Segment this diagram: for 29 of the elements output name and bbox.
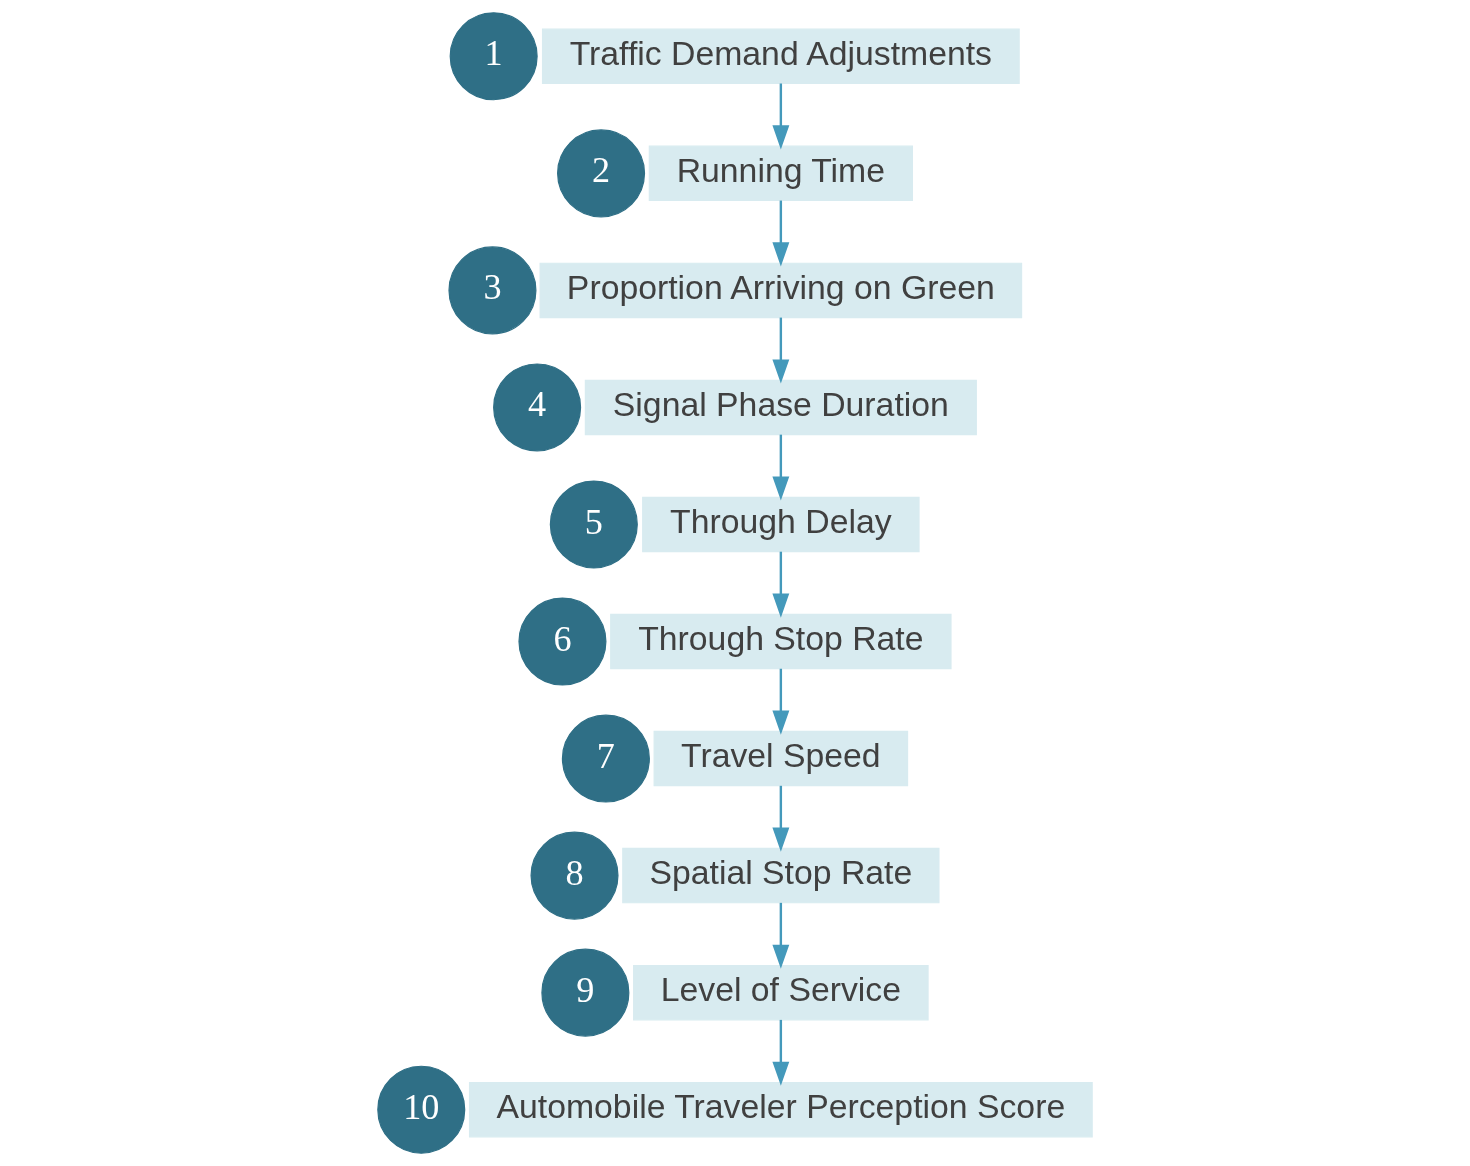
arrow [772, 668, 790, 735]
node-circle: 9 [541, 948, 630, 1037]
arrow [772, 902, 790, 969]
node-circle: 1 [449, 12, 538, 101]
arrow [772, 83, 790, 150]
node-circle: 2 [557, 129, 646, 218]
node-circle: 4 [493, 363, 582, 452]
arrow [772, 785, 790, 852]
node-box: Signal Phase Duration [584, 379, 977, 436]
node-circle: 6 [518, 597, 607, 686]
arrow [772, 1019, 790, 1086]
arrow [772, 551, 790, 618]
arrow [772, 434, 790, 501]
node-circle: 10 [377, 1065, 466, 1154]
node-circle: 8 [530, 831, 619, 920]
node-box: Running Time [648, 145, 913, 202]
node-box: Automobile Traveler Perception Score [468, 1081, 1093, 1138]
arrow [772, 317, 790, 384]
node-circle: 7 [561, 714, 650, 803]
node-box: Travel Speed [653, 730, 909, 787]
node-box: Spatial Stop Rate [622, 847, 940, 904]
node-box: Traffic Demand Adjustments [541, 28, 1020, 85]
node-circle: 3 [448, 246, 537, 335]
arrow [772, 200, 790, 267]
node-circle: 5 [549, 480, 638, 569]
node-box: Through Delay [642, 496, 920, 553]
node-box: Through Stop Rate [610, 613, 952, 670]
node-box: Level of Service [633, 964, 929, 1021]
node-box: Proportion Arriving on Green [539, 262, 1023, 319]
